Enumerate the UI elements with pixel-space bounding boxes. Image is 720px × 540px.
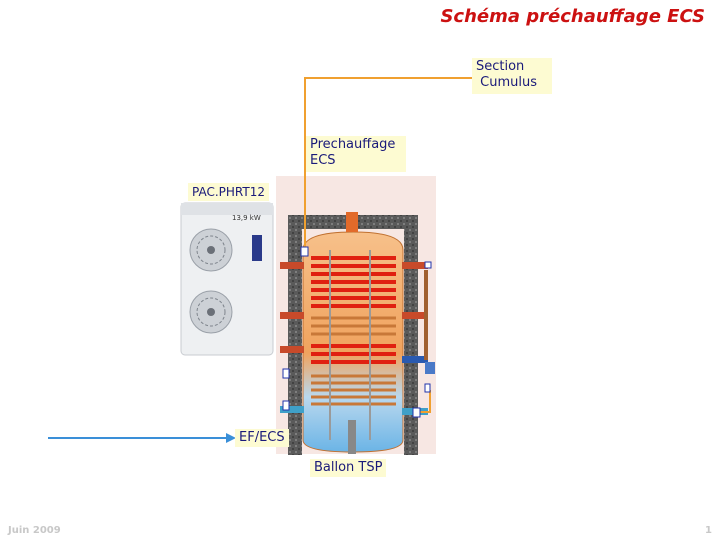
footer-date: Juin 2009 [8,525,61,536]
connection-markers [282,246,432,418]
preheating-pipe [304,77,475,250]
footer-page-number: 1 [705,525,712,536]
heat-pump-rating: 13,9 kW [232,214,261,222]
return-pipe [418,390,431,413]
prechauffage-label: Prechauffage ECS [306,136,406,172]
section-cumulus-label: Section Cumulus [472,58,552,94]
cold-water-inlet [48,433,236,443]
coil-supports [329,250,371,440]
exchanger-coils [311,316,396,406]
heat-pump-unit: 13,9 kW [180,202,274,356]
pac-label: PAC.PHRT12 [188,183,269,201]
ballon-label: Ballon TSP [310,459,387,477]
heating-coils [311,256,396,364]
ef-ecs-label: EF/ECS [235,429,289,447]
page-title: Schéma préchauffage ECS [440,6,705,27]
